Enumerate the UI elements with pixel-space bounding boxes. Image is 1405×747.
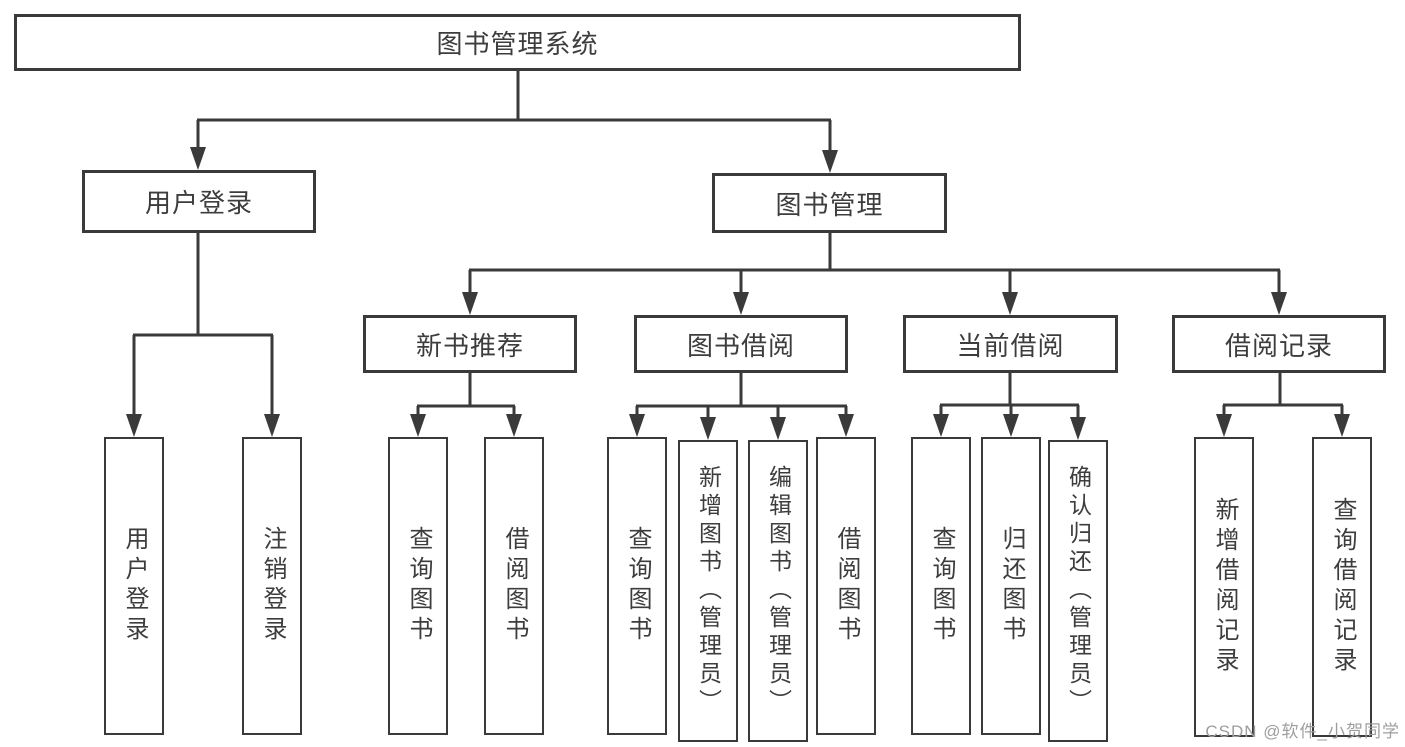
leaf-bb-add-books-admin: 新增图书（管理员） — [678, 440, 738, 742]
leaf-nb-query-books: 查询图书 — [388, 437, 448, 735]
leaf-bb-edit-books-admin: 编辑图书（管理员） — [748, 440, 808, 742]
leaf-cb-confirm-return-admin: 确认归还（管理员） — [1048, 440, 1108, 742]
arrow-icon — [733, 292, 749, 315]
leaf-cb-return-books: 归还图书 — [981, 437, 1041, 735]
node-book-management: 图书管理 — [712, 173, 947, 233]
arrow-icon — [1002, 292, 1018, 315]
connector-current-borrowing — [939, 373, 1080, 420]
node-new-book-recommend: 新书推荐 — [363, 315, 577, 373]
arrowheads — [126, 147, 1350, 440]
connector-borrowing-records — [1222, 373, 1344, 418]
arrow-icon — [822, 150, 838, 173]
arrow-icon — [629, 414, 645, 437]
leaf-bb-borrow-books: 借阅图书 — [816, 437, 876, 735]
node-book-borrowing: 图书借阅 — [634, 315, 848, 373]
arrow-icon — [190, 147, 206, 170]
connector-user-login — [132, 233, 274, 418]
node-user-login: 用户登录 — [82, 170, 316, 233]
leaf-logout: 注销登录 — [242, 437, 302, 735]
arrow-icon — [1070, 417, 1086, 440]
arrow-icon — [126, 414, 142, 437]
arrow-icon — [700, 417, 716, 440]
connector-new-book-recommend — [416, 373, 516, 418]
leaf-bb-query-books: 查询图书 — [607, 437, 667, 735]
leaf-br-add-record: 新增借阅记录 — [1194, 437, 1254, 737]
node-current-borrowing: 当前借阅 — [903, 315, 1118, 373]
leaf-user-login: 用户登录 — [104, 437, 164, 735]
arrow-icon — [1271, 292, 1287, 315]
node-borrowing-records: 借阅记录 — [1172, 315, 1386, 373]
arrow-icon — [933, 414, 949, 437]
arrow-icon — [1216, 414, 1232, 437]
connector-book-management — [468, 233, 1281, 295]
arrow-icon — [410, 414, 426, 437]
leaf-br-query-record: 查询借阅记录 — [1312, 437, 1372, 737]
arrow-icon — [1003, 414, 1019, 437]
arrow-icon — [1334, 414, 1350, 437]
arrow-icon — [462, 292, 478, 315]
arrow-icon — [838, 414, 854, 437]
arrow-icon — [264, 414, 280, 437]
arrow-icon — [770, 417, 786, 440]
leaf-cb-query-books: 查询图书 — [911, 437, 971, 735]
node-library-system: 图书管理系统 — [14, 14, 1021, 71]
connector-book-borrowing — [635, 373, 848, 420]
watermark: CSDN @软件_小贺同学 — [1205, 722, 1400, 741]
connector-root — [196, 70, 832, 153]
leaf-nb-borrow-books: 借阅图书 — [484, 437, 544, 735]
arrow-icon — [506, 414, 522, 437]
